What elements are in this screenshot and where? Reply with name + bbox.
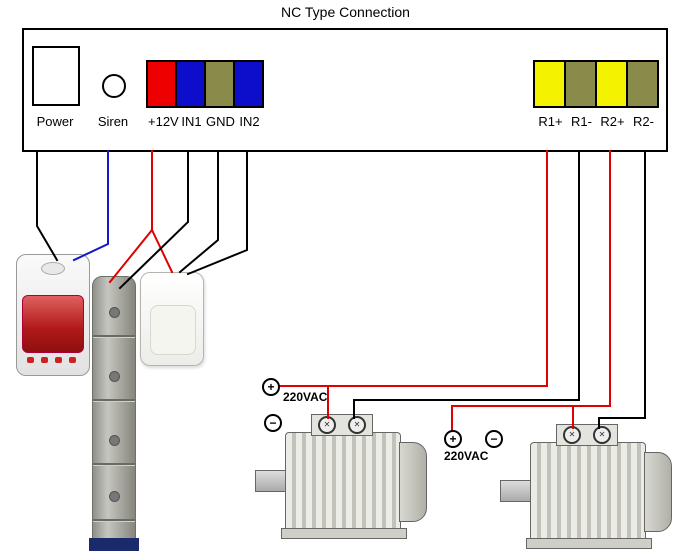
terminal-label-12v: +12V [148, 114, 179, 129]
terminal-screw-icon: ✕ [563, 426, 581, 444]
terminal-12v [146, 60, 177, 108]
plus-glyph: + [267, 380, 275, 394]
wire-power-to-strobe [36, 150, 59, 262]
terminal-in2 [233, 60, 264, 108]
relay-terminal-labels: R1+ R1- R2+ R2- [535, 114, 659, 129]
motor-base [281, 528, 407, 539]
terminal-label-in1: IN1 [181, 114, 202, 129]
terminal-r1-plus [533, 60, 566, 108]
led-icon [27, 357, 34, 363]
terminal-in1 [175, 60, 206, 108]
wire-r1-minus-to-motor1 [353, 150, 580, 419]
power-label: Power [36, 114, 74, 129]
motor-base [526, 538, 652, 549]
terminal-screw-icon: ✕ [318, 416, 336, 434]
bar-segment-divider [93, 335, 135, 337]
plus-symbol-motor2: + [444, 430, 462, 448]
wire-r1-plus-to-supply [277, 150, 548, 387]
motor-shaft [500, 480, 532, 502]
diagram-title: NC Type Connection [281, 4, 410, 20]
led-icon [55, 357, 62, 363]
terminal-gnd [204, 60, 235, 108]
terminal-label-in2: IN2 [239, 114, 260, 129]
terminal-label-r2-plus: R2+ [600, 114, 625, 129]
wire-r2-minus-to-motor2 [598, 150, 646, 429]
motor-terminal-box: ✕ ✕ [556, 424, 618, 446]
siren-label: Siren [97, 114, 129, 129]
motor-1: ✕ ✕ [253, 408, 438, 543]
screw-glyph: ✕ [568, 430, 576, 439]
pir-motion-sensor [140, 272, 204, 366]
motor-end-cap [399, 442, 427, 522]
terminal-screw-icon: ✕ [593, 426, 611, 444]
motor-end-cap [644, 452, 672, 532]
motor-shaft [255, 470, 287, 492]
terminal-screw-icon: ✕ [348, 416, 366, 434]
motor-body [530, 442, 646, 542]
bar-segment-divider [93, 399, 135, 401]
terminal-label-r1-minus: R1- [571, 114, 592, 129]
wire-r2-plus-to-supply [451, 150, 611, 431]
screw-glyph: ✕ [323, 420, 331, 429]
voltage-label-motor2: 220VAC [444, 449, 489, 463]
minus-glyph: − [490, 432, 498, 446]
plus-symbol-motor1: + [262, 378, 280, 396]
motor-body [285, 432, 401, 532]
bar-segment-divider [93, 519, 135, 521]
motor-2: ✕ ✕ [498, 418, 683, 551]
strobe-siren [16, 254, 90, 376]
wire-12v-to-sensor-bar [108, 150, 153, 284]
screw-icon [109, 307, 120, 318]
relay-terminal-block [533, 60, 659, 108]
led-icon [69, 357, 76, 363]
input-terminal-block [146, 60, 264, 108]
screw-icon [109, 435, 120, 446]
screw-glyph: ✕ [598, 430, 606, 439]
power-module [32, 46, 80, 106]
siren-port [102, 74, 126, 98]
minus-symbol-motor1: − [264, 414, 282, 432]
input-terminal-labels: +12V IN1 GND IN2 [148, 114, 264, 129]
screw-icon [109, 491, 120, 502]
led-icon [41, 357, 48, 363]
terminal-r1-minus [564, 60, 597, 108]
voltage-label-motor1: 220VAC [283, 390, 328, 404]
strobe-siren-leds [27, 357, 76, 363]
terminal-r2-plus [595, 60, 628, 108]
motor-terminal-box: ✕ ✕ [311, 414, 373, 436]
screw-glyph: ✕ [353, 420, 361, 429]
wire-in1-to-sensor-bar [118, 150, 189, 290]
wired-sensor-bar [89, 276, 139, 551]
plus-glyph: + [449, 432, 457, 446]
terminal-label-r2-minus: R2- [633, 114, 654, 129]
alarm-control-panel: Power Siren +12V IN1 GND IN2 R1+ R1- R2+… [22, 28, 668, 152]
wire-gnd-to-pir [178, 150, 219, 274]
minus-glyph: − [269, 416, 277, 430]
pir-lens [150, 305, 196, 355]
strobe-siren-lens [22, 295, 84, 353]
terminal-r2-minus [626, 60, 659, 108]
strobe-siren-button [41, 262, 65, 275]
terminal-label-r1-plus: R1+ [538, 114, 563, 129]
sensor-bar-base [89, 538, 139, 551]
terminal-label-gnd: GND [206, 114, 235, 129]
wire-12v-to-pir [150, 228, 174, 274]
wire-siren-to-strobe [72, 150, 109, 262]
wire-in2-to-pir [186, 150, 248, 276]
screw-icon [109, 371, 120, 382]
minus-symbol-motor2: − [485, 430, 503, 448]
bar-segment-divider [93, 463, 135, 465]
